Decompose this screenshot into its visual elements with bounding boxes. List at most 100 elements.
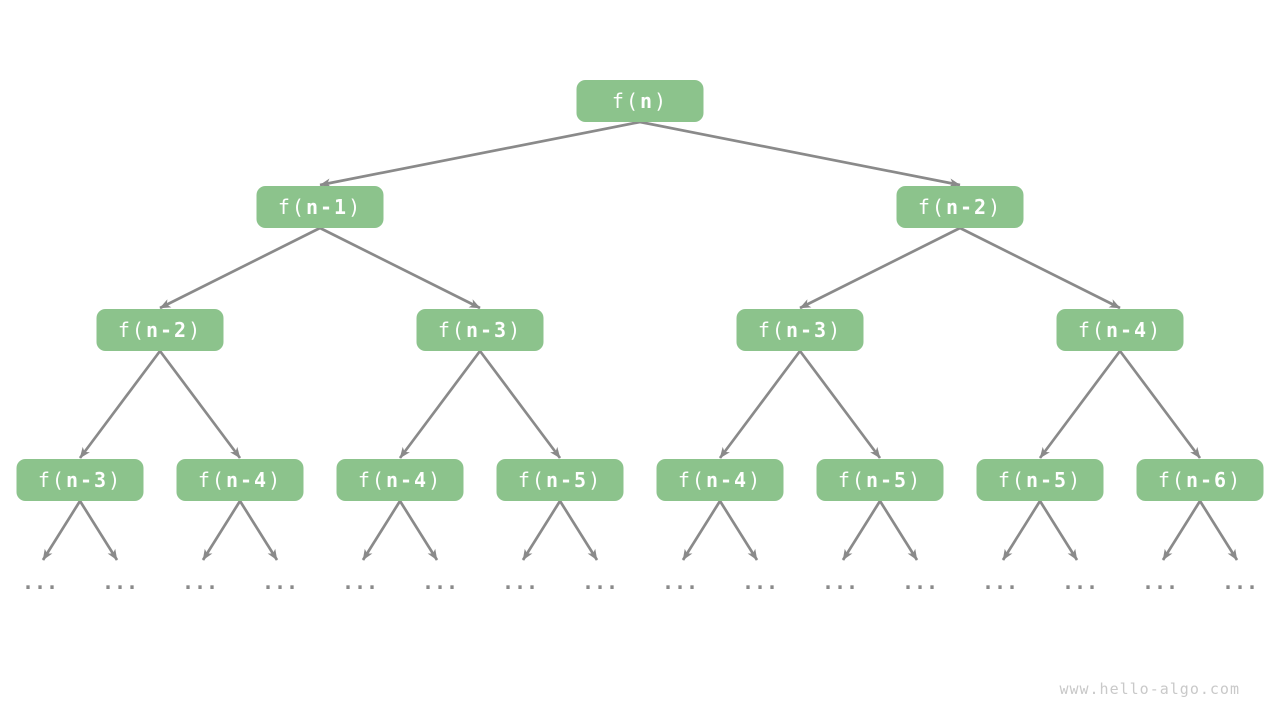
tree-edge bbox=[41, 500, 82, 561]
tree-node-f-n-4-b: f(n-4) bbox=[176, 459, 304, 501]
tree-edge bbox=[959, 226, 1121, 310]
tree-edge bbox=[1198, 500, 1239, 561]
tree-edge bbox=[521, 500, 562, 561]
node-label-arg: n-3 bbox=[785, 318, 829, 342]
tree-edge bbox=[1161, 500, 1202, 561]
node-label-prefix: f( bbox=[1157, 468, 1186, 492]
node-label-suffix: ) bbox=[1148, 318, 1163, 342]
node-label-arg: n-1 bbox=[305, 195, 349, 219]
node-label-arg: n-4 bbox=[385, 468, 429, 492]
tree-node-f-n-4-d: f(n-4) bbox=[656, 459, 784, 501]
node-label-suffix: ) bbox=[508, 318, 523, 342]
node-label-arg: n-2 bbox=[945, 195, 989, 219]
tree-node-f-n-1: f(n-1) bbox=[256, 186, 384, 228]
watermark-text: www.hello-algo.com bbox=[1059, 680, 1240, 698]
ellipsis-label: ... bbox=[101, 570, 139, 594]
ellipsis-label: ... bbox=[981, 570, 1019, 594]
node-label-prefix: f( bbox=[677, 468, 706, 492]
tree-edge bbox=[319, 120, 641, 188]
tree-edge bbox=[558, 500, 599, 561]
node-label-suffix: ) bbox=[268, 468, 283, 492]
node-label-suffix: ) bbox=[428, 468, 443, 492]
ellipsis-label: ... bbox=[821, 570, 859, 594]
tree-edge bbox=[1038, 500, 1079, 561]
node-label-prefix: f( bbox=[917, 195, 946, 219]
node-label-prefix: f( bbox=[997, 468, 1026, 492]
tree-edge bbox=[158, 350, 242, 459]
node-label-suffix: ) bbox=[1228, 468, 1243, 492]
ellipsis-label: ... bbox=[421, 570, 459, 594]
ellipsis-label: ... bbox=[501, 570, 539, 594]
node-label-arg: n-3 bbox=[465, 318, 509, 342]
node-label-suffix: ) bbox=[828, 318, 843, 342]
tree-edge bbox=[639, 120, 961, 188]
node-label-arg: n-5 bbox=[1025, 468, 1069, 492]
node-label-arg: n-4 bbox=[705, 468, 749, 492]
node-label-prefix: f( bbox=[117, 318, 146, 342]
tree-edge bbox=[78, 500, 119, 561]
tree-node-f-n-2-a: f(n-2) bbox=[96, 309, 224, 351]
ellipsis-label: ... bbox=[21, 570, 59, 594]
node-label-prefix: f( bbox=[437, 318, 466, 342]
node-label-prefix: f( bbox=[611, 89, 640, 113]
node-label-arg: n-4 bbox=[1105, 318, 1149, 342]
node-label-prefix: f( bbox=[357, 468, 386, 492]
tree-node-f-n-6: f(n-6) bbox=[1136, 459, 1264, 501]
tree-edge bbox=[201, 500, 242, 561]
ellipsis-label: ... bbox=[181, 570, 219, 594]
node-label-suffix: ) bbox=[1068, 468, 1083, 492]
tree-edge bbox=[718, 350, 802, 459]
node-label-suffix: ) bbox=[654, 89, 669, 113]
node-label-arg: n-2 bbox=[145, 318, 189, 342]
node-label-prefix: f( bbox=[837, 468, 866, 492]
tree-edge bbox=[1038, 350, 1122, 459]
tree-node-f-n-5-c: f(n-5) bbox=[976, 459, 1104, 501]
node-label-arg: n bbox=[640, 89, 655, 113]
node-label-prefix: f( bbox=[197, 468, 226, 492]
edge-group bbox=[41, 120, 1239, 561]
node-label-arg: n-5 bbox=[545, 468, 589, 492]
tree-edge bbox=[1001, 500, 1042, 561]
ellipsis-label: ... bbox=[1141, 570, 1179, 594]
tree-node-f-n-2: f(n-2) bbox=[896, 186, 1024, 228]
tree-node-f-n-3-c: f(n-3) bbox=[16, 459, 144, 501]
tree-edge bbox=[398, 350, 482, 459]
node-label-suffix: ) bbox=[108, 468, 123, 492]
ellipsis-label: ... bbox=[261, 570, 299, 594]
node-label-suffix: ) bbox=[588, 468, 603, 492]
tree-edge bbox=[361, 500, 402, 561]
tree-edge bbox=[681, 500, 722, 561]
tree-node-f-n: f(n) bbox=[576, 80, 704, 122]
node-label-prefix: f( bbox=[277, 195, 306, 219]
node-label-arg: n-6 bbox=[1185, 468, 1229, 492]
tree-node-f-n-5-b: f(n-5) bbox=[816, 459, 944, 501]
ellipsis-label: ... bbox=[341, 570, 379, 594]
ellipsis-label: ... bbox=[1221, 570, 1259, 594]
node-label-arg: n-3 bbox=[65, 468, 109, 492]
tree-edge bbox=[238, 500, 279, 561]
ellipsis-label: ... bbox=[661, 570, 699, 594]
tree-node-f-n-5-a: f(n-5) bbox=[496, 459, 624, 501]
tree-node-f-n-3-a: f(n-3) bbox=[416, 309, 544, 351]
node-label-suffix: ) bbox=[748, 468, 763, 492]
tree-node-f-n-4-a: f(n-4) bbox=[1056, 309, 1184, 351]
node-label-prefix: f( bbox=[517, 468, 546, 492]
tree-edge bbox=[319, 226, 481, 310]
node-label-prefix: f( bbox=[1077, 318, 1106, 342]
tree-node-f-n-3-b: f(n-3) bbox=[736, 309, 864, 351]
ellipsis-label: ... bbox=[1061, 570, 1099, 594]
node-label-prefix: f( bbox=[757, 318, 786, 342]
node-label-suffix: ) bbox=[908, 468, 923, 492]
tree-node-f-n-4-c: f(n-4) bbox=[336, 459, 464, 501]
node-label-suffix: ) bbox=[988, 195, 1003, 219]
node-label-arg: n-5 bbox=[865, 468, 909, 492]
tree-edge bbox=[1118, 350, 1202, 459]
tree-edge bbox=[878, 500, 919, 561]
ellipsis-label: ... bbox=[581, 570, 619, 594]
tree-edge bbox=[718, 500, 759, 561]
tree-edge bbox=[398, 500, 439, 561]
tree-edge bbox=[159, 226, 321, 310]
tree-edge bbox=[478, 350, 562, 459]
